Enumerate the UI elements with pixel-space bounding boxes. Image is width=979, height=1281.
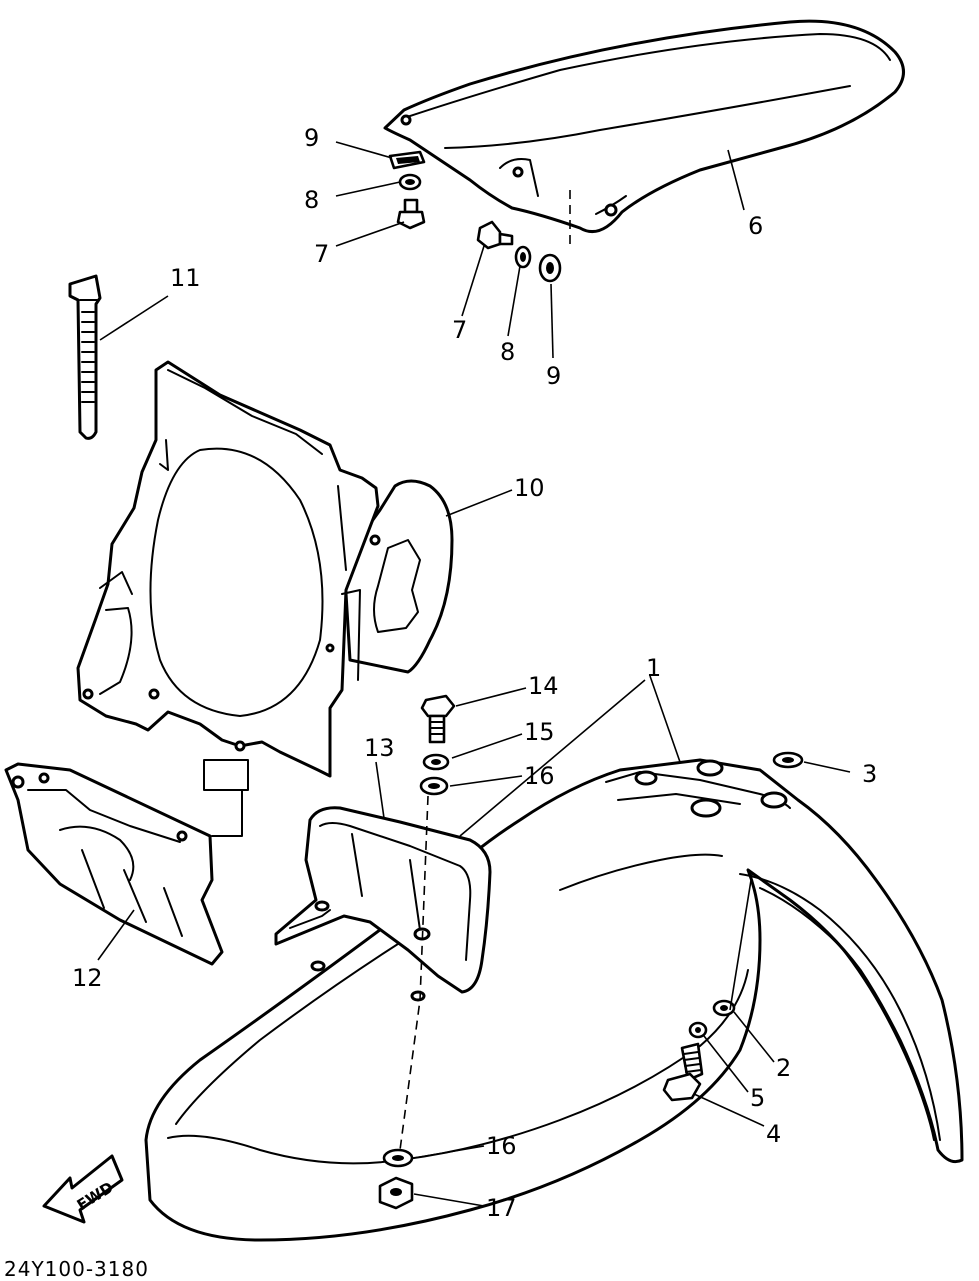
callout-7: 7 xyxy=(314,240,329,268)
callout-11: 11 xyxy=(170,264,201,292)
part-16-grommet-top[interactable] xyxy=(419,776,449,796)
part-14-bolt[interactable] xyxy=(420,694,456,744)
drawing-code: 24Y100-3180 xyxy=(4,1257,149,1281)
callout-16: 16 xyxy=(486,1132,517,1160)
callout-16: 16 xyxy=(524,762,555,790)
assembly-line-16-17 xyxy=(399,795,429,1151)
part-2-washer[interactable] xyxy=(712,999,736,1017)
part-7-bolt-top[interactable] xyxy=(396,198,426,230)
callout-9: 9 xyxy=(546,362,561,390)
callout-12: 12 xyxy=(72,964,103,992)
part-15-washer[interactable] xyxy=(422,753,450,771)
callout-13: 13 xyxy=(364,734,395,762)
forward-direction-arrow: FWD xyxy=(42,1154,124,1224)
callout-8: 8 xyxy=(500,338,515,366)
callout-9: 9 xyxy=(304,124,319,152)
callout-17: 17 xyxy=(486,1194,517,1222)
callout-7: 7 xyxy=(452,316,467,344)
part-9-washer-right[interactable] xyxy=(538,253,562,283)
callout-2: 2 xyxy=(776,1054,791,1082)
part-17-nut[interactable] xyxy=(378,1176,414,1210)
callout-5: 5 xyxy=(750,1084,765,1112)
part-5-lock-washer[interactable] xyxy=(688,1021,708,1039)
callout-14: 14 xyxy=(528,672,559,700)
part-6-rear-fender[interactable] xyxy=(383,19,905,250)
callout-15: 15 xyxy=(524,718,555,746)
part-8-nut-top[interactable] xyxy=(398,173,422,191)
part-9-washer-top[interactable] xyxy=(388,150,426,170)
part-12-guard-plate[interactable] xyxy=(4,762,224,966)
air-box-panel[interactable] xyxy=(76,360,380,837)
part-8-washer-right[interactable] xyxy=(514,245,532,269)
callout-4: 4 xyxy=(766,1120,781,1148)
callout-6: 6 xyxy=(748,212,763,240)
leader-lines xyxy=(97,141,851,1207)
callout-10: 10 xyxy=(514,474,545,502)
part-1-front-fender[interactable] xyxy=(144,758,964,1242)
part-7-bolt-right[interactable] xyxy=(476,220,514,250)
callout-8: 8 xyxy=(304,186,319,214)
callout-labels: 9 8 7 7 8 9 6 11 10 14 15 16 13 1 3 2 5 … xyxy=(72,124,877,1222)
part-13-fender-bracket[interactable] xyxy=(274,806,492,994)
part-11-cable-tie[interactable] xyxy=(68,274,102,440)
part-3-washer[interactable] xyxy=(772,751,804,769)
callout-3: 3 xyxy=(862,760,877,788)
part-10-air-box-cover[interactable] xyxy=(342,479,454,674)
part-4-bolt[interactable] xyxy=(662,1042,704,1102)
part-16-grommet-bottom[interactable] xyxy=(382,1148,414,1168)
callout-1: 1 xyxy=(646,654,661,682)
